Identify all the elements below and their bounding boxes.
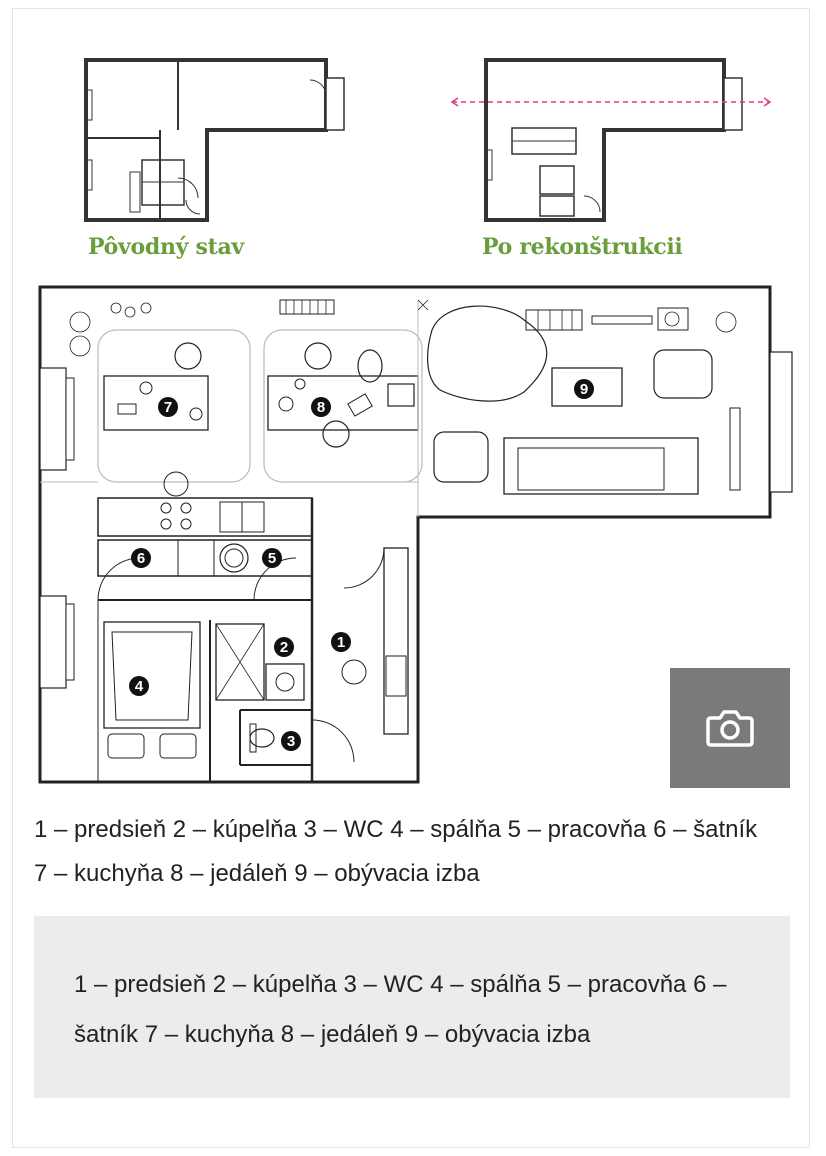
renovated-state-label: Po rekonštrukcii [482,234,683,260]
room-number-2: 2 [280,639,288,656]
camera-button[interactable] [670,668,790,788]
room-number-5: 5 [268,550,276,567]
room-number-9: 9 [580,381,588,398]
room-badge-8: 8 [311,397,331,417]
floor-plan-drawing: 1 2 3 4 5 6 7 8 9 [38,58,793,784]
caption-box: 1 – predsieň 2 – kúpelňa 3 – WC 4 – spál… [34,916,790,1098]
camera-icon [706,710,754,747]
room-badge-4: 4 [129,676,149,696]
room-badge-3: 3 [281,731,301,751]
room-badges: 1 2 3 4 5 6 7 8 9 [129,379,594,751]
caption-box-text: 1 – predsieň 2 – kúpelňa 3 – WC 4 – spál… [74,971,727,1048]
image-caption: 1 – predsieň 2 – kúpelňa 3 – WC 4 – spál… [34,816,758,887]
room-badge-7: 7 [158,397,178,417]
room-badge-6: 6 [131,548,151,568]
room-badge-9: 9 [574,379,594,399]
room-number-3: 3 [287,733,295,750]
room-number-4: 4 [135,678,144,695]
room-number-7: 7 [164,399,172,416]
renovated-plan [450,58,772,222]
room-number-1: 1 [337,634,345,651]
room-number-6: 6 [137,550,145,567]
original-state-label: Pôvodný stav [88,234,244,260]
original-plan [84,58,345,222]
room-number-8: 8 [317,399,325,416]
room-badge-5: 5 [262,548,282,568]
main-floor-plan [38,285,793,784]
room-badge-2: 2 [274,637,294,657]
room-badge-1: 1 [331,632,351,652]
